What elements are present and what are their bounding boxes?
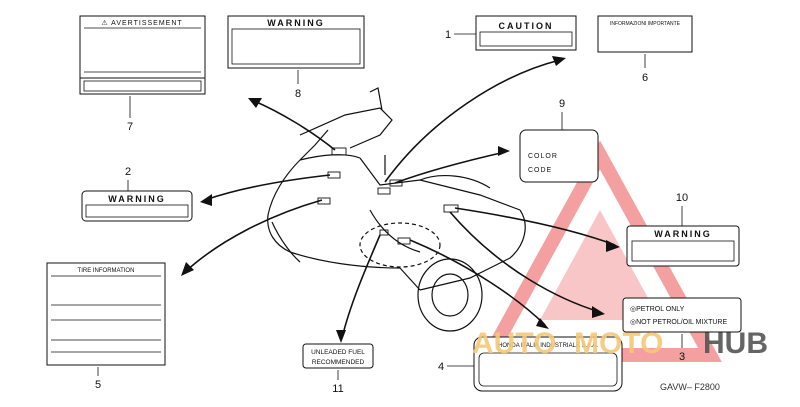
watermark-part-hub: HUB [703,327,768,360]
scooter-illustration [267,87,526,332]
label-2-text: WARNING [108,194,166,204]
label-2-warning: WARNING [81,190,193,222]
callout-6: 6 [642,72,648,84]
arrow-to-label-5 [184,199,323,273]
label-7-avertissement: ⚠ AVERTISSEMENT [79,15,206,95]
pointer-arrows [184,59,616,339]
arrow-to-label-2 [204,174,331,201]
watermark-part-auto: AUTO [472,327,556,360]
label-3-petrol-only: ◎PETROL ONLY ◎NOT PETROL/OIL MIXTURE [622,297,742,333]
arrow-to-label-3 [449,211,601,313]
label-10-text: WARNING [654,229,712,239]
arrow-to-label-8 [251,99,336,151]
label-6-informazioni: INFORMAZIONI IMPORTANTE [597,15,693,53]
label-1-caution: CAUTION [475,15,577,51]
arrow-to-label-10 [454,207,616,246]
label-9-text-code: CODE [528,167,552,174]
label-6-text: INFORMAZIONI IMPORTANTE [610,21,681,27]
label-3-text-line1: ◎PETROL ONLY [630,306,685,313]
watermark-brand-text: AUTO MOTO HUB [472,327,768,360]
label-3-text-line2: ◎NOT PETROL/OIL MIXTURE [630,319,727,326]
label-9-color-code: COLOR CODE [519,129,599,183]
callout-8: 8 [295,88,301,100]
arrow-to-label-1 [384,59,561,183]
label-4-honda-italia: HONDA ITALIA INDUSTRIALE S.p.A. [473,336,623,392]
callout-10: 10 [676,192,688,204]
callout-2: 2 [125,166,131,178]
arrow-heads [181,56,620,343]
label-10-warning: WARNING [626,225,740,267]
callout-1: 1 [445,29,451,41]
label-8-text: WARNING [267,18,325,28]
label-7-text: ⚠ AVERTISSEMENT [101,19,182,27]
label-4-text: HONDA ITALIA INDUSTRIALE S.p.A. [498,343,598,349]
callout-5: 5 [95,379,101,391]
label-11-text-line1: UNLEADED FUEL [311,349,365,356]
callout-9: 9 [559,98,565,110]
label-9-text-color: COLOR [528,153,558,160]
arrow-to-label-11 [341,234,381,339]
callout-7: 7 [127,121,133,133]
arrow-to-label-4 [409,239,546,326]
callout-4: 4 [438,361,444,373]
callout-3: 3 [679,351,685,363]
watermark-part-moto: MOTO [574,327,663,360]
label-8-warning: WARNING [227,15,365,69]
label-1-text: CAUTION [499,21,554,31]
label-5-tire-information: TIRE INFORMATION [46,262,166,366]
drawing-code: GAVW– F2800 [660,382,720,392]
label-5-text: TIRE INFORMATION [78,268,135,274]
label-11-unleaded-fuel: UNLEADED FUEL RECOMMENDED [302,343,374,369]
callout-11: 11 [332,383,343,395]
arrow-to-label-9 [394,151,506,184]
label-11-text-line2: RECOMMENDED [312,359,365,366]
